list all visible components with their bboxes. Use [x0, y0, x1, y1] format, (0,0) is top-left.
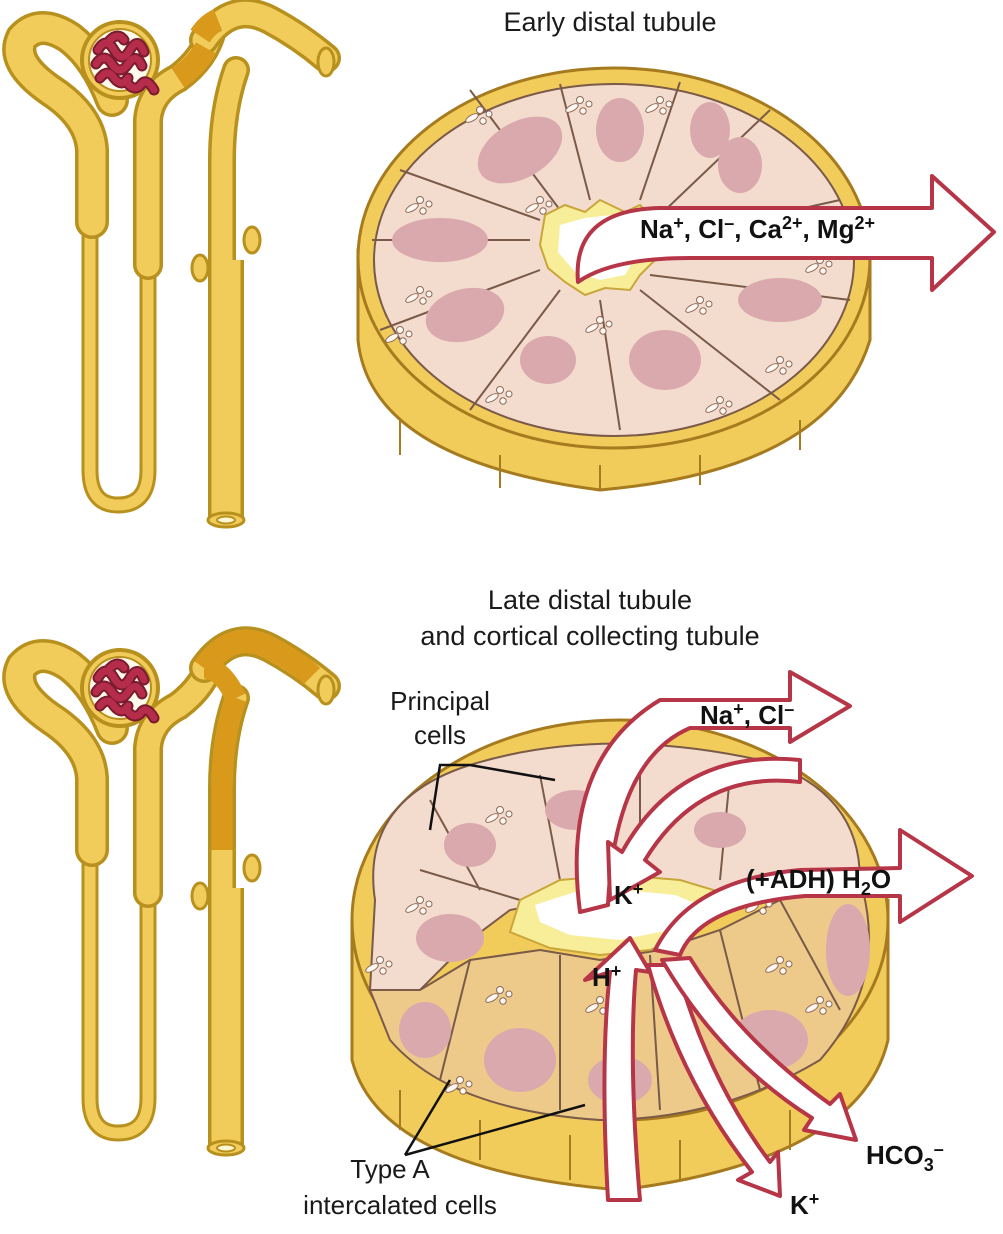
- hco3-sup: –: [933, 1139, 944, 1159]
- bottom-panel-title-line1: Late distal tubule: [487, 585, 693, 615]
- arrow-h2o: [653, 828, 974, 957]
- nacl-cl-sup: –: [784, 699, 795, 719]
- ion-mg-sup: 2+: [854, 213, 875, 233]
- ion-ca-sup: 2+: [781, 213, 803, 233]
- ion-label-hco3: HCO3–: [866, 1139, 944, 1175]
- nacl-na-sup: +: [733, 699, 744, 719]
- arrow-k-absorbed: [646, 963, 782, 1198]
- ion-label-adh-h2o: (+ADH) H2O: [746, 864, 892, 899]
- bottom-panel-title-line2: and cortical collecting tubule: [420, 621, 760, 651]
- k-secreted-sup: +: [632, 879, 644, 899]
- ion-na: Na: [640, 214, 674, 244]
- arrow-h-secreted: [583, 936, 652, 1202]
- ion-na-sup: +: [673, 213, 684, 233]
- hco3-sub: 3: [923, 1155, 934, 1175]
- h-ion: H: [592, 962, 611, 992]
- arrow-k-secreted: [606, 756, 802, 902]
- type-a-label-line2: intercalated cells: [303, 1190, 497, 1220]
- adh-sub: 2: [860, 879, 871, 899]
- ion-cl-sup: –: [724, 213, 735, 233]
- k-absorbed-sup: +: [808, 1189, 820, 1209]
- ion-sep-1: ,: [683, 214, 699, 244]
- ion-mg: Mg: [816, 214, 855, 244]
- ion-cl: Cl: [698, 214, 725, 244]
- nacl-cl: Cl: [758, 700, 785, 730]
- arrows-bottom: [574, 670, 974, 1202]
- h-ion-sup: +: [610, 961, 622, 981]
- ion-label-k-secreted: K+: [614, 879, 644, 913]
- top-panel-title: Early distal tubule: [503, 7, 717, 37]
- arrow-na-cl: [574, 670, 852, 914]
- ion-label-nacl: Na+, Cl–: [700, 699, 795, 733]
- ion-label-k-absorbed: K+: [790, 1189, 820, 1223]
- k-absorbed: K: [790, 1190, 809, 1220]
- nephron-top: [19, 13, 334, 527]
- arrow-hco3: [660, 956, 858, 1142]
- tubule-cross-section-top: [356, 66, 872, 492]
- nacl-sep: ,: [743, 700, 759, 730]
- principal-cells-label-line1: Principal: [390, 686, 490, 716]
- adh-o: O: [870, 864, 892, 894]
- hco3: HCO: [866, 1140, 924, 1170]
- ion-sep-2: ,: [734, 214, 749, 244]
- type-a-label-line1: Type A: [350, 1154, 430, 1184]
- principal-cells-label-line2: cells: [413, 720, 466, 750]
- ion-label-h: H+: [592, 961, 622, 995]
- adh-h: (+ADH) H: [746, 864, 861, 894]
- leader-lines: [403, 763, 586, 1157]
- arrow-reabsorption-top: [575, 174, 996, 292]
- k-secreted: K: [614, 880, 633, 910]
- ion-label-top: Na+, Cl–, Ca2+, Mg2+: [640, 213, 875, 247]
- nacl-na: Na: [700, 700, 734, 730]
- nephron-bottom: [19, 641, 334, 1155]
- ion-sep-3: ,: [802, 214, 817, 244]
- ion-ca: Ca: [748, 214, 782, 244]
